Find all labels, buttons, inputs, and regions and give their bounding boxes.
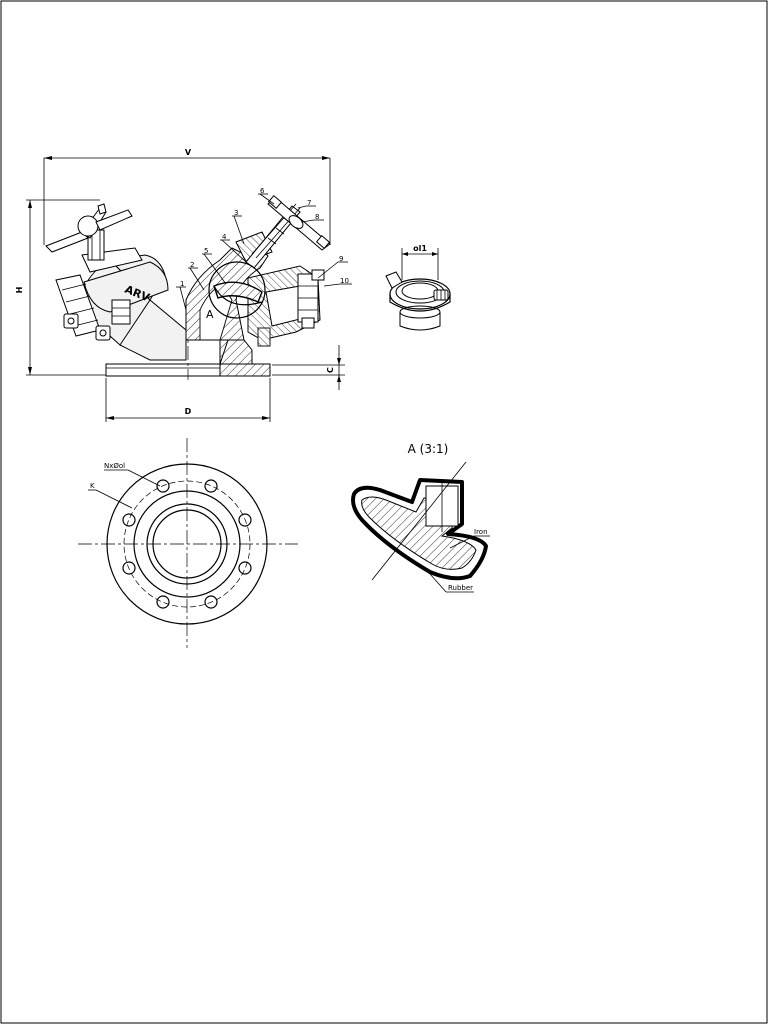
detail-a-section: A (3:1) Iron Rubber xyxy=(351,442,490,593)
bolt-hole xyxy=(122,561,136,575)
detail-a-title: A (3:1) xyxy=(408,442,449,456)
dimension-c-label: C xyxy=(326,367,335,373)
bolt-holes xyxy=(122,479,252,609)
flange-bolt-pattern-view: NxØol K xyxy=(78,438,298,648)
callout-4: 4 xyxy=(222,233,227,241)
bolt-hole xyxy=(204,595,218,609)
callout-8: 8 xyxy=(315,213,319,221)
dimension-d: D xyxy=(105,378,271,422)
dimension-d-label: D xyxy=(185,407,192,416)
material-rubber-label: Rubber xyxy=(448,584,473,592)
bolt-hole xyxy=(156,479,170,493)
bolt-hole xyxy=(122,513,136,527)
callout-5: 5 xyxy=(204,247,208,255)
callout-9: 9 xyxy=(339,255,343,263)
coupling-detail-view: ol1 xyxy=(385,244,451,331)
dimension-d1-label: ol1 xyxy=(413,244,427,253)
detail-a-circle xyxy=(208,261,266,319)
dimension-h-label: H xyxy=(15,287,24,294)
callout-1: 1 xyxy=(180,280,184,288)
bolt-hole xyxy=(156,595,170,609)
bolt-hole xyxy=(238,561,252,575)
dimension-v: V xyxy=(43,148,331,245)
detail-a-marker: A xyxy=(206,308,214,321)
bolt-hole xyxy=(204,479,218,493)
callout-3: 3 xyxy=(234,209,238,217)
right-outlet-body-section: A xyxy=(185,195,331,365)
flange-k-label: K xyxy=(90,482,95,490)
material-iron-label: Iron xyxy=(474,528,488,536)
callout-2: 2 xyxy=(190,261,194,269)
callout-6: 6 xyxy=(260,187,265,195)
dimension-c: C xyxy=(272,345,345,390)
valve-assembly-view: V H C D xyxy=(15,148,352,422)
dimension-v-label: V xyxy=(185,148,192,157)
flange-holes-label: NxØol xyxy=(104,462,125,470)
callout-7: 7 xyxy=(307,199,311,207)
callout-10: 10 xyxy=(340,277,349,285)
part-callouts: 1 2 3 4 5 6 7 8 9 xyxy=(176,187,352,311)
left-outlet-body: ARV xyxy=(45,203,187,361)
bolt-hole xyxy=(238,513,252,527)
dimension-h: H xyxy=(15,199,110,376)
